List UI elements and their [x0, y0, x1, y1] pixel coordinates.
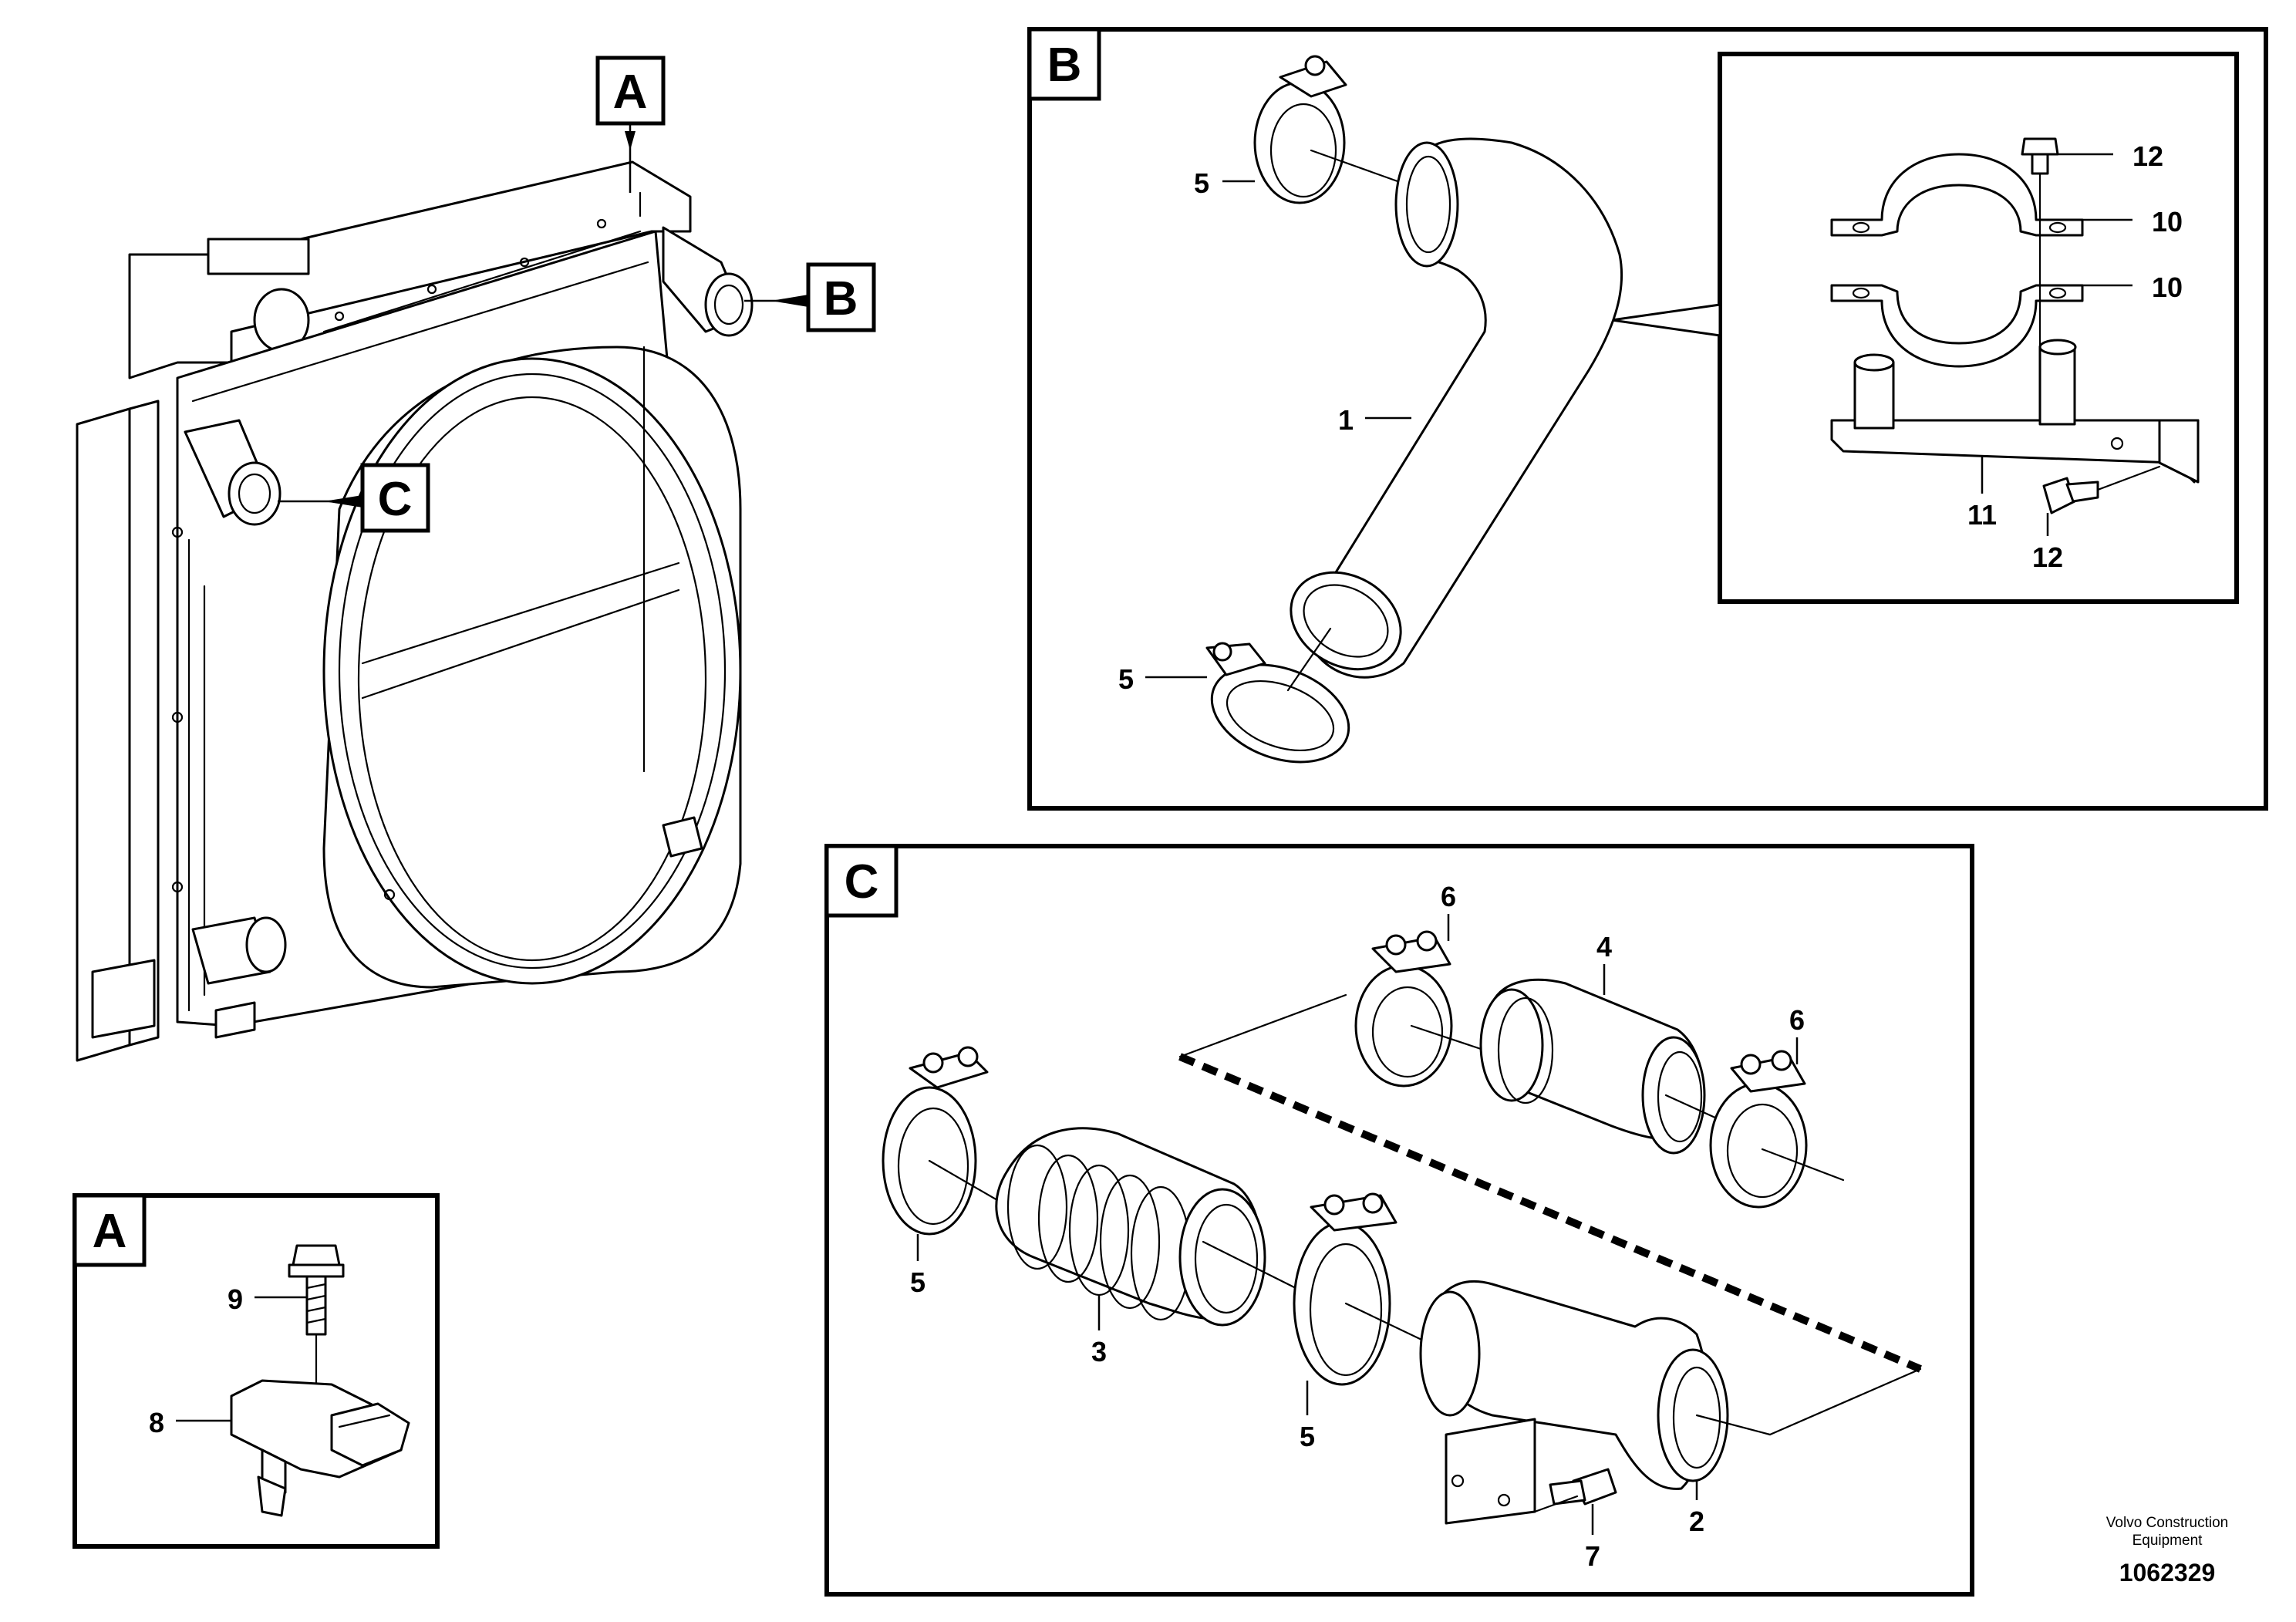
- hose-clamp-icon: [882, 1046, 989, 1236]
- callout-5-left: 5: [910, 1266, 925, 1298]
- clamp-half-lower-icon: [1830, 284, 2084, 368]
- callout-10-lower: 10: [2152, 271, 2183, 303]
- callout-10-upper: 10: [2152, 206, 2183, 238]
- callout-3: 3: [1091, 1336, 1107, 1367]
- callout-6-rear-right: 6: [1789, 1004, 1805, 1036]
- panel-a-letter: A: [93, 1205, 127, 1258]
- corrugated-hose-icon: [995, 1127, 1266, 1327]
- panel-a: A 9 8: [72, 1193, 440, 1549]
- hose-clamp-icon: [1293, 1192, 1397, 1386]
- pressure-sensor-icon: [230, 1379, 410, 1517]
- callout-2: 2: [1689, 1506, 1704, 1537]
- straight-pipe-icon: [1479, 978, 1706, 1155]
- clamp-half-upper-icon: [1830, 153, 2084, 237]
- callout-9: 9: [228, 1283, 243, 1315]
- panel-c: C: [824, 844, 1974, 1597]
- callout-5-bottom: 5: [1118, 663, 1134, 695]
- tag-a[interactable]: A: [595, 56, 666, 193]
- drawing-number: 1062329: [2119, 1559, 2216, 1587]
- bolt-icon: [2021, 137, 2059, 175]
- hose-clamp-icon: [1253, 55, 1347, 204]
- hose-clamp-icon: [1354, 930, 1453, 1088]
- charge-air-pipe-icon: [1290, 137, 1623, 679]
- alignment-dashed-line: [1178, 1053, 1922, 1373]
- hose-clamp-icon: [1709, 1050, 1808, 1209]
- callout-8: 8: [149, 1407, 164, 1438]
- callout-5-mid: 5: [1300, 1421, 1315, 1452]
- callout-6-rear-left: 6: [1441, 881, 1456, 912]
- bolt-icon: [288, 1244, 345, 1336]
- callout-5-top: 5: [1194, 167, 1209, 199]
- callout-4: 4: [1596, 931, 1612, 963]
- tag-c[interactable]: C: [278, 463, 430, 533]
- mounting-bracket-icon: [1830, 339, 2200, 484]
- hose-clamp-icon: [1205, 642, 1350, 764]
- panel-b: B: [1027, 27, 2268, 811]
- callout-11: 11: [1967, 499, 1997, 531]
- brand-line-1: Volvo Construction: [2106, 1515, 2228, 1531]
- panel-c-letter: C: [845, 855, 879, 909]
- elbow-pipe-icon: [1419, 1280, 1729, 1525]
- tag-b-letter: B: [824, 272, 858, 325]
- radiator-assembly: [76, 160, 754, 1062]
- panel-b-letter: B: [1047, 39, 1082, 92]
- tag-a-letter: A: [613, 66, 648, 119]
- callout-12-top: 12: [2132, 140, 2163, 172]
- callout-1: 1: [1338, 404, 1354, 436]
- bolt-icon: [2042, 477, 2099, 514]
- callout-12-bottom: 12: [2032, 541, 2063, 573]
- callout-7: 7: [1585, 1540, 1600, 1572]
- tag-c-letter: C: [378, 473, 413, 526]
- bolt-icon: [1549, 1468, 1617, 1506]
- brand-line-2: Equipment: [2132, 1533, 2203, 1549]
- footer: Volvo Construction Equipment 1062329: [2106, 1515, 2228, 1587]
- tag-b[interactable]: B: [744, 262, 876, 332]
